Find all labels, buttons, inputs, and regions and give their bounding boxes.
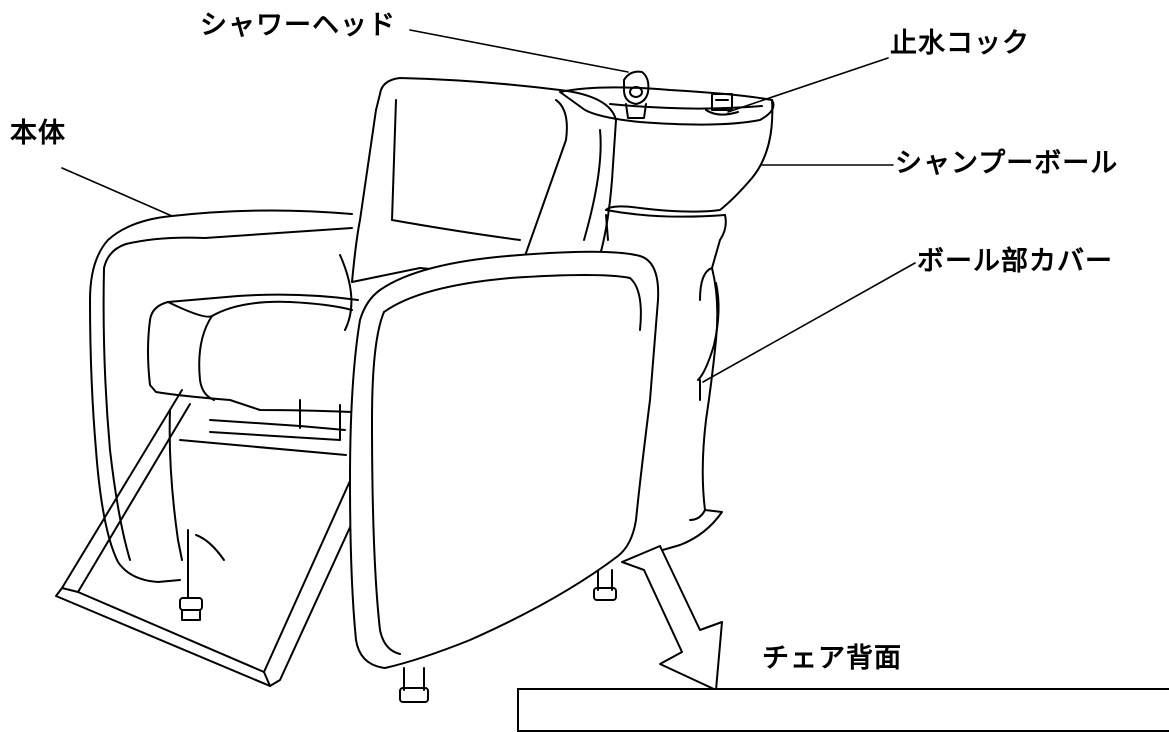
label-stop-cock: 止水コック (890, 28, 1030, 59)
right-armrest (349, 250, 660, 669)
shampoo-chair-illustration (55, 29, 916, 703)
leader-bowl-cover (702, 262, 916, 383)
chair-back-panel (517, 688, 1169, 732)
diagram: シャワーヘッド 止水コック 本体 シャンプーボール ボール部カバー チェア背面 (10, 10, 1169, 732)
seat-cushion (147, 293, 359, 441)
label-shampoo-bowl: シャンプーボール (895, 148, 1119, 179)
base-legs (168, 409, 617, 703)
shower-head-part (623, 70, 650, 105)
leader-stop-cock (727, 57, 889, 113)
label-chair-back: チェア背面 (762, 643, 902, 674)
arrow-chair-back (621, 545, 723, 691)
left-armrest (89, 209, 353, 583)
leader-main-body (61, 167, 173, 217)
leader-lines (61, 29, 916, 383)
label-bowl-cover: ボール部カバー (917, 246, 1113, 277)
backrest (339, 77, 617, 331)
shampoo-bowl (559, 70, 775, 218)
label-shower-head: シャワーヘッド (200, 10, 396, 41)
label-main-body: 本体 (10, 118, 66, 149)
leader-shower-head (409, 29, 629, 73)
stop-cock-part (711, 93, 733, 111)
legrest-frame (55, 389, 391, 687)
